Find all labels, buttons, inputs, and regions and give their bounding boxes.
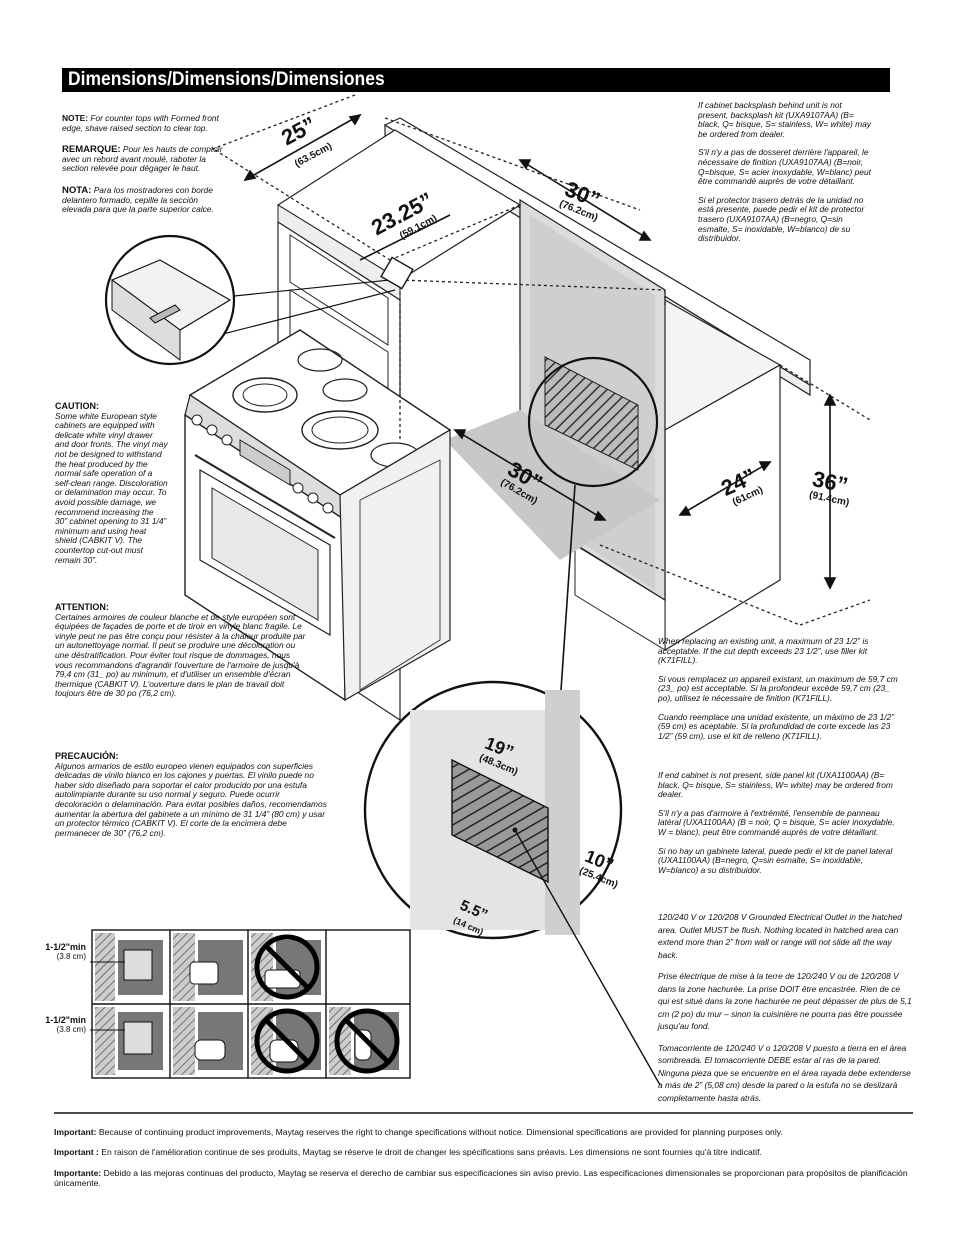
page-title: Dimensions/Dimensions/Dimensiones: [68, 69, 385, 90]
range-illustration: [184, 329, 452, 702]
footer-en: Important: Because of continuing product…: [54, 1127, 783, 1137]
caution-fr: ATTENTION: Certaines armoires de couleur…: [55, 602, 306, 699]
footer-fr: Important : En raison de l'amélioration …: [54, 1147, 762, 1158]
replacing-note: When replacing an existing unit, a maxim…: [658, 636, 898, 741]
end-cabinet-note: If end cabinet is not present, side pane…: [658, 770, 895, 875]
outlet-note: 120/240 V or 120/208 V Grounded Electric…: [658, 912, 912, 1103]
caution-es: PRECAUCIÓN: Algunos armarios de estilo e…: [55, 751, 327, 838]
title-bar: Dimensions/Dimensions/Dimensiones: [62, 68, 890, 92]
footer-important: Important: Because of continuing product…: [54, 1127, 914, 1199]
backsplash-note: If cabinet backsplash behind unit is not…: [698, 100, 871, 244]
min-label-bottom: 1-1/2"min (3.8 cm): [45, 1015, 86, 1034]
outlet-clearance-grid: [90, 929, 411, 1079]
note-countertop: NOTE: For counter tops with Formed front…: [62, 113, 223, 215]
min-label-top: 1-1/2"min (3.8 cm): [45, 942, 86, 961]
dimension-guides: [209, 94, 871, 626]
caution-en: CAUTION: Some white European style cabin…: [55, 401, 168, 565]
footer-es: Importante: Debido a las mejoras continu…: [54, 1167, 908, 1189]
outlet-detail-magnifier: [363, 356, 661, 1086]
countertop-edge-detail: [104, 234, 414, 366]
dimension-arrows: [243, 113, 837, 590]
